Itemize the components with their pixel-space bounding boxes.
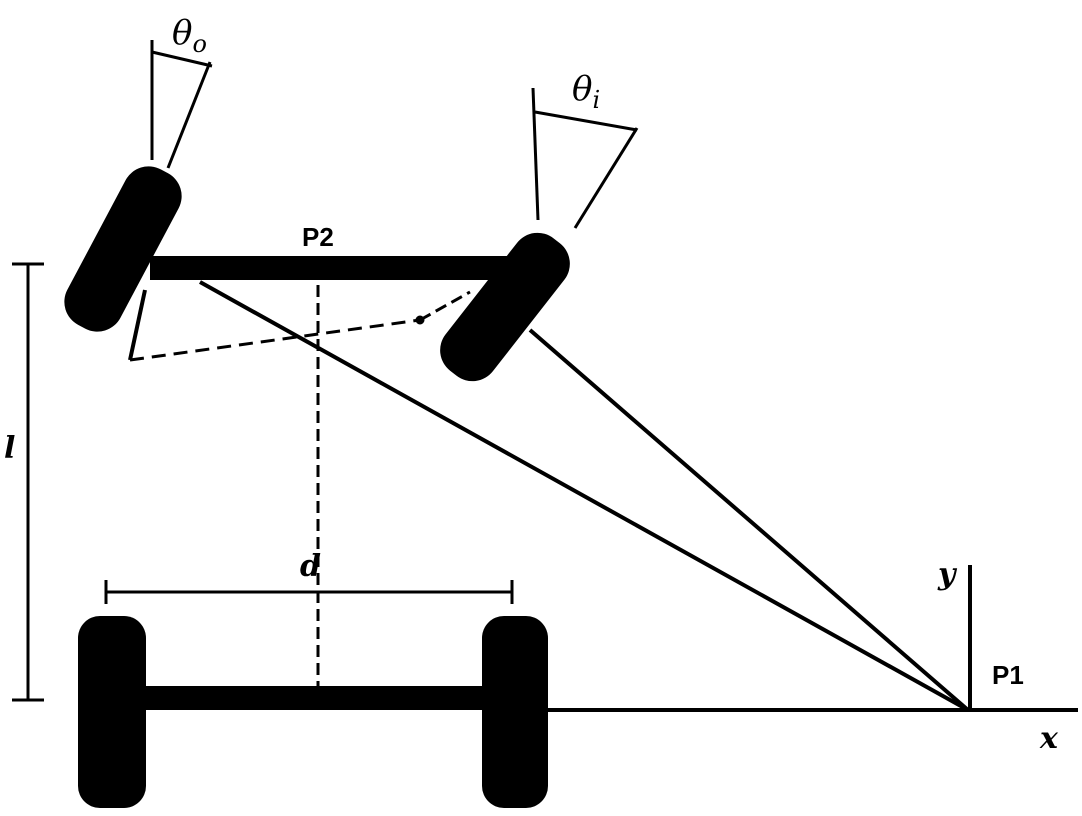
theta-i-arc: [534, 110, 638, 132]
y-axis-label: y: [937, 557, 958, 592]
theta-i-label: θi: [572, 69, 600, 114]
theta-o-subscript: o: [192, 30, 206, 58]
tie-rod-end-joint: [415, 315, 425, 325]
front-axle: [150, 256, 520, 280]
track-width-label: d: [300, 549, 321, 584]
wheelbase-label: l: [4, 431, 15, 466]
outer-wheel-radius-line: [199, 280, 969, 712]
theta-o-symbol: θ: [172, 13, 192, 53]
theta-i-symbol: θ: [572, 69, 592, 109]
theta-o-wheel-axis-line: [166, 61, 212, 169]
theta-o-arc: [151, 50, 213, 68]
x-axis-label: x: [1039, 721, 1059, 756]
front-left-wheel: [64, 166, 182, 332]
theta-i-subscript: i: [592, 86, 600, 114]
theta-o-label: θo: [172, 13, 207, 58]
steering-linkage: [128, 285, 471, 690]
inner-wheel-radius-line: [528, 328, 970, 712]
theta-i-wheel-axis-line: [573, 127, 639, 229]
rear-axle: [140, 686, 500, 710]
theta-i-reference-line: [531, 87, 540, 221]
right-steering-arm: [419, 290, 471, 322]
p2-label: P2: [302, 222, 334, 252]
left-steering-arm: [128, 289, 147, 361]
p1-label: P1: [992, 660, 1024, 690]
rear-right-wheel: [482, 616, 548, 808]
track-width-dimension: [104, 580, 514, 604]
wheelbase-dimension: [12, 262, 44, 702]
theta-i-angle-marker: [531, 87, 639, 229]
rear-left-wheel: [78, 616, 146, 808]
front-right-wheel: [440, 232, 570, 382]
theta-o-angle-marker: [150, 40, 213, 169]
turning-radius-lines: [199, 280, 970, 712]
tie-rod-dashed: [129, 318, 421, 362]
